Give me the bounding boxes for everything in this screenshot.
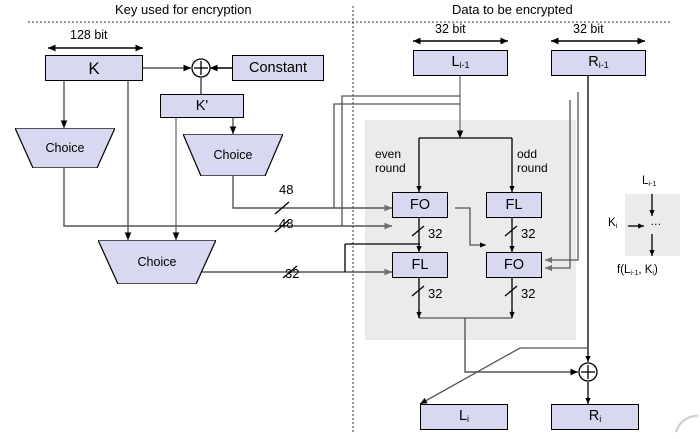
legend-key-text: K xyxy=(608,217,616,229)
function-block-fo-even: FO xyxy=(392,192,448,218)
input-right-box: Ri-1 xyxy=(551,50,646,76)
dimension-label-right-32bit: 32 bit xyxy=(573,22,604,36)
legend-output-label: f(Li-1, Ki) xyxy=(617,264,658,277)
legend-key-sub: i xyxy=(615,221,618,230)
width-label-fl-even: 32 xyxy=(428,286,443,301)
choice-right-label: Choice xyxy=(213,148,253,162)
output-xor-gate xyxy=(578,362,598,382)
legend-output-sub2: i xyxy=(652,268,654,277)
output-left-label: L xyxy=(458,408,468,425)
choice-bottom-shape xyxy=(98,240,216,284)
legend-input-sub: i-1 xyxy=(648,179,657,188)
input-right-sub: i-1 xyxy=(598,60,609,71)
output-left-sub: i xyxy=(467,414,470,425)
width-label-fo-odd: 32 xyxy=(521,286,536,301)
choice-left-shape xyxy=(15,128,115,168)
bus-width-48-lower: 48 xyxy=(279,216,294,231)
width-label-fo-even: 32 xyxy=(428,226,443,241)
choice-block-left: Choice xyxy=(15,128,115,168)
derived-key-box: K' xyxy=(160,94,244,118)
dimension-label-left-32bit: 32 bit xyxy=(435,22,466,36)
input-left-sub: i-1 xyxy=(459,60,470,71)
input-right-label: R xyxy=(588,54,599,71)
output-right-sub: i xyxy=(599,414,602,425)
left-panel-title: Key used for encryption xyxy=(115,2,252,17)
notation-legend: Li-1 Ki … f(Li-1, Ki) xyxy=(600,172,700,290)
legend-output-prefix: f(L xyxy=(617,264,631,276)
bus-width-32: 32 xyxy=(285,266,300,281)
choice-block-right: Choice xyxy=(183,134,283,176)
fo-even-label: FO xyxy=(409,196,431,213)
legend-wires xyxy=(628,194,655,256)
derived-key-box-label: K' xyxy=(195,97,209,114)
bus-width-48-upper: 48 xyxy=(279,182,294,197)
constant-box-label: Constant xyxy=(248,59,308,76)
output-left-box: Li xyxy=(420,404,508,430)
odd-round-label: odd round xyxy=(517,147,548,176)
input-left-box: Li-1 xyxy=(413,50,508,76)
choice-right-shape xyxy=(183,134,283,176)
even-round-label: even round xyxy=(375,147,406,176)
key-xor-gate xyxy=(191,58,211,78)
right-panel-title: Data to be encrypted xyxy=(452,2,573,17)
fl-even-label: FL xyxy=(411,256,429,273)
width-label-fl-odd: 32 xyxy=(521,226,536,241)
dimension-label-128bit: 128 bit xyxy=(70,28,108,42)
key-box: K xyxy=(45,55,143,81)
input-left-label: L xyxy=(451,54,460,71)
even-round-line1: even xyxy=(375,147,402,161)
output-right-box: Ri xyxy=(551,404,639,430)
choice-bottom-label: Choice xyxy=(137,255,177,269)
legend-input-label: Li-1 xyxy=(642,175,656,188)
legend-body-ellipsis: … xyxy=(650,216,663,228)
legend-output-suffix: ) xyxy=(654,264,658,276)
choice-block-bottom: Choice xyxy=(98,240,216,284)
legend-input-text: L xyxy=(642,175,649,187)
function-block-fl-odd: FL xyxy=(486,192,542,218)
choice-left-label: Choice xyxy=(45,141,85,155)
legend-key-label: Ki xyxy=(608,217,617,230)
function-block-fl-even: FL xyxy=(392,252,448,278)
odd-round-line1: odd xyxy=(517,147,538,161)
key-box-label: K xyxy=(88,58,100,78)
legend-output-sub1: i-1 xyxy=(630,268,639,277)
fo-odd-label: FO xyxy=(503,256,525,273)
function-block-fo-odd: FO xyxy=(486,252,542,278)
fl-odd-label: FL xyxy=(505,196,523,213)
even-round-line2: round xyxy=(375,160,406,175)
legend-output-mid: , K xyxy=(638,264,653,276)
constant-box: Constant xyxy=(232,55,324,81)
odd-round-line2: round xyxy=(517,160,548,175)
output-right-label: R xyxy=(588,408,600,425)
